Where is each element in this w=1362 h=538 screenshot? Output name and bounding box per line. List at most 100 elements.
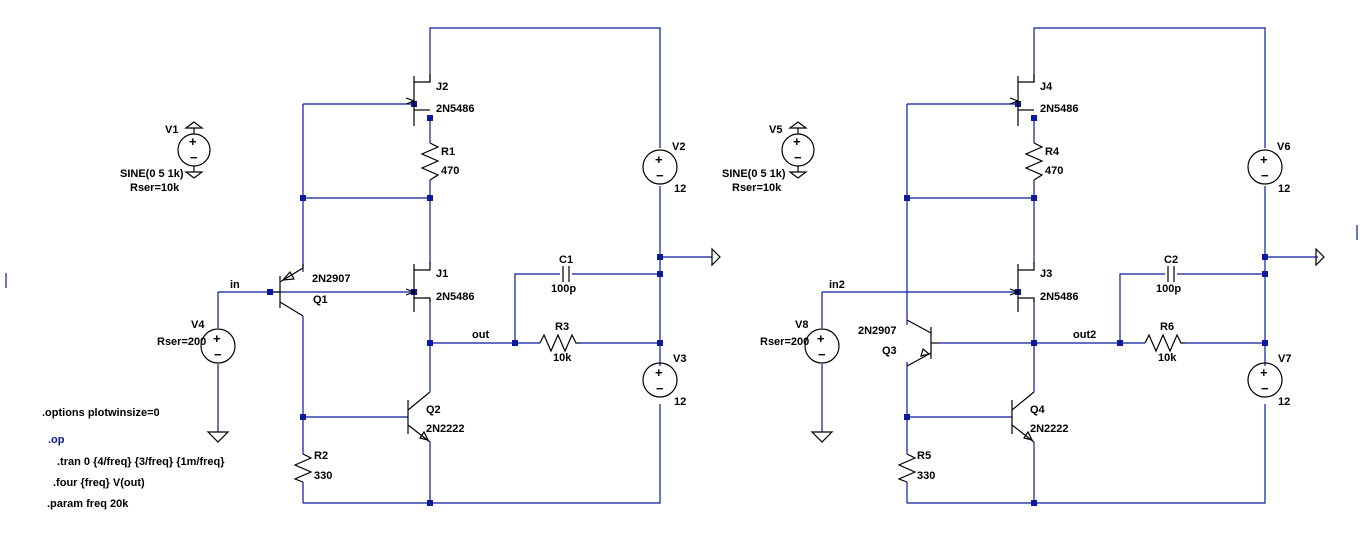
v4-label: V4: [191, 319, 205, 331]
v2-value: 12: [674, 183, 686, 195]
v5-spec: SINE(0 5 1k): [722, 168, 786, 180]
bjt-q3[interactable]: 2N2907 Q3: [858, 319, 938, 367]
source-v6[interactable]: + − V6 12: [1247, 141, 1290, 195]
v8-rser: Rser=200: [760, 336, 809, 348]
bjt-q2[interactable]: Q2 2N2222: [407, 391, 465, 443]
r6-value: 10k: [1158, 352, 1177, 364]
v6-value: 12: [1278, 183, 1290, 195]
c1-value: 100p: [551, 283, 576, 295]
left-junctions: [267, 101, 663, 506]
v7-value: 12: [1278, 396, 1290, 408]
svg-text:+: +: [213, 331, 221, 346]
capacitor-c2[interactable]: C2 100p: [1156, 254, 1181, 295]
svg-text:−: −: [190, 150, 198, 165]
jfet-j2[interactable]: J2 2N5486: [405, 74, 475, 126]
r3-value: 10k: [553, 352, 572, 364]
v1-label: V1: [165, 124, 178, 136]
svg-text:+: +: [189, 134, 197, 149]
q3-model: 2N2907: [858, 325, 897, 337]
j1-model: 2N5486: [436, 291, 475, 303]
spice-directives[interactable]: .options plotwinsize=0 .op .tran 0 {4/fr…: [42, 407, 225, 510]
r1-label: R1: [441, 146, 455, 158]
j2-label: J2: [436, 81, 448, 93]
source-v4[interactable]: + − V4 Rser=200: [157, 319, 236, 364]
left-circuit: J2 2N5486 R1 470 + − V1 SINE(0 5 1k) Rse…: [120, 27, 721, 506]
r5-value: 330: [917, 470, 935, 482]
jfet-j3[interactable]: J3 2N5486: [1009, 262, 1079, 312]
right-circuit: J4 2N5486 R4 470 + − V5 SINE(0 5 1k) Rse…: [722, 27, 1325, 506]
q2-label: Q2: [426, 404, 441, 416]
ground-symbol-left: [206, 431, 230, 443]
directive-op[interactable]: .op: [48, 434, 65, 446]
j4-model: 2N5486: [1040, 103, 1079, 115]
resistor-r5[interactable]: R5 330: [897, 450, 935, 483]
resistor-r6[interactable]: R6 10k: [1144, 321, 1185, 364]
bjt-q4[interactable]: Q4 2N2222: [1011, 391, 1069, 443]
svg-text:+: +: [793, 134, 801, 149]
r6-label: R6: [1160, 321, 1174, 333]
directive-four[interactable]: .four {freq} V(out): [53, 477, 145, 489]
bjt-q1[interactable]: 2N2907 Q1: [273, 264, 351, 317]
right-junctions: [904, 101, 1268, 506]
svg-text:−: −: [656, 168, 664, 183]
resistor-r2[interactable]: R2 330: [293, 450, 332, 483]
c1-label: C1: [559, 254, 573, 266]
v5-rser: Rser=10k: [732, 182, 782, 194]
output-port-arrow-right[interactable]: [1315, 247, 1325, 267]
v6-label: V6: [1277, 141, 1290, 153]
r2-label: R2: [314, 450, 328, 462]
capacitor-c1[interactable]: C1 100p: [551, 254, 576, 295]
v1-rser: Rser=10k: [130, 182, 180, 194]
svg-text:−: −: [1261, 381, 1269, 396]
svg-text:−: −: [656, 381, 664, 396]
v5-label: V5: [769, 124, 782, 136]
c2-label: C2: [1164, 254, 1178, 266]
source-v7[interactable]: + − V7 12: [1247, 353, 1291, 408]
resistor-r3[interactable]: R3 10k: [539, 321, 580, 364]
v3-label: V3: [673, 353, 686, 365]
j1-label: J1: [436, 268, 448, 280]
r4-label: R4: [1045, 146, 1060, 158]
left-wires[interactable]: [217, 27, 712, 504]
j3-label: J3: [1040, 268, 1052, 280]
r3-label: R3: [555, 321, 569, 333]
jfet-j1[interactable]: J1 2N5486: [405, 262, 475, 312]
output-port-arrow-left[interactable]: [711, 247, 721, 267]
v4-rser: Rser=200: [157, 336, 206, 348]
source-v5[interactable]: + − V5 SINE(0 5 1k) Rser=10k: [722, 121, 815, 194]
svg-text:+: +: [1260, 152, 1268, 167]
directive-options[interactable]: .options plotwinsize=0: [42, 407, 160, 419]
r5-label: R5: [917, 450, 931, 462]
directive-param[interactable]: .param freq 20k: [47, 498, 129, 510]
source-v3[interactable]: + − V3 12: [642, 353, 686, 408]
svg-text:−: −: [1261, 168, 1269, 183]
svg-text:+: +: [655, 152, 663, 167]
svg-text:−: −: [818, 347, 826, 362]
source-v2[interactable]: + − V2 12: [642, 141, 686, 195]
v7-label: V7: [1278, 353, 1291, 365]
q4-label: Q4: [1030, 404, 1046, 416]
directive-tran[interactable]: .tran 0 {4/freq} {3/freq} {1m/freq}: [57, 456, 225, 468]
ground-symbol-right: [810, 431, 834, 443]
svg-text:−: −: [794, 150, 802, 165]
j4-label: J4: [1040, 81, 1053, 93]
c2-value: 100p: [1156, 283, 1181, 295]
source-v8[interactable]: + − V8 Rser=200: [760, 319, 840, 364]
r4-value: 470: [1045, 165, 1063, 177]
j3-model: 2N5486: [1040, 291, 1079, 303]
j2-model: 2N5486: [436, 103, 475, 115]
svg-text:+: +: [817, 331, 825, 346]
source-v1[interactable]: + − V1 SINE(0 5 1k) Rser=10k: [120, 121, 211, 194]
resistor-r1[interactable]: R1 470: [420, 142, 459, 181]
q1-model: 2N2907: [312, 273, 351, 285]
jfet-j4[interactable]: J4 2N5486: [1009, 74, 1079, 126]
q3-label: Q3: [882, 345, 897, 357]
q2-model: 2N2222: [426, 423, 465, 435]
r1-value: 470: [441, 165, 459, 177]
q1-label: Q1: [313, 294, 328, 306]
v8-label: V8: [795, 319, 808, 331]
right-wires[interactable]: [821, 27, 1318, 504]
resistor-r4[interactable]: R4 470: [1024, 142, 1063, 181]
net-out2-label: out2: [1073, 329, 1096, 341]
